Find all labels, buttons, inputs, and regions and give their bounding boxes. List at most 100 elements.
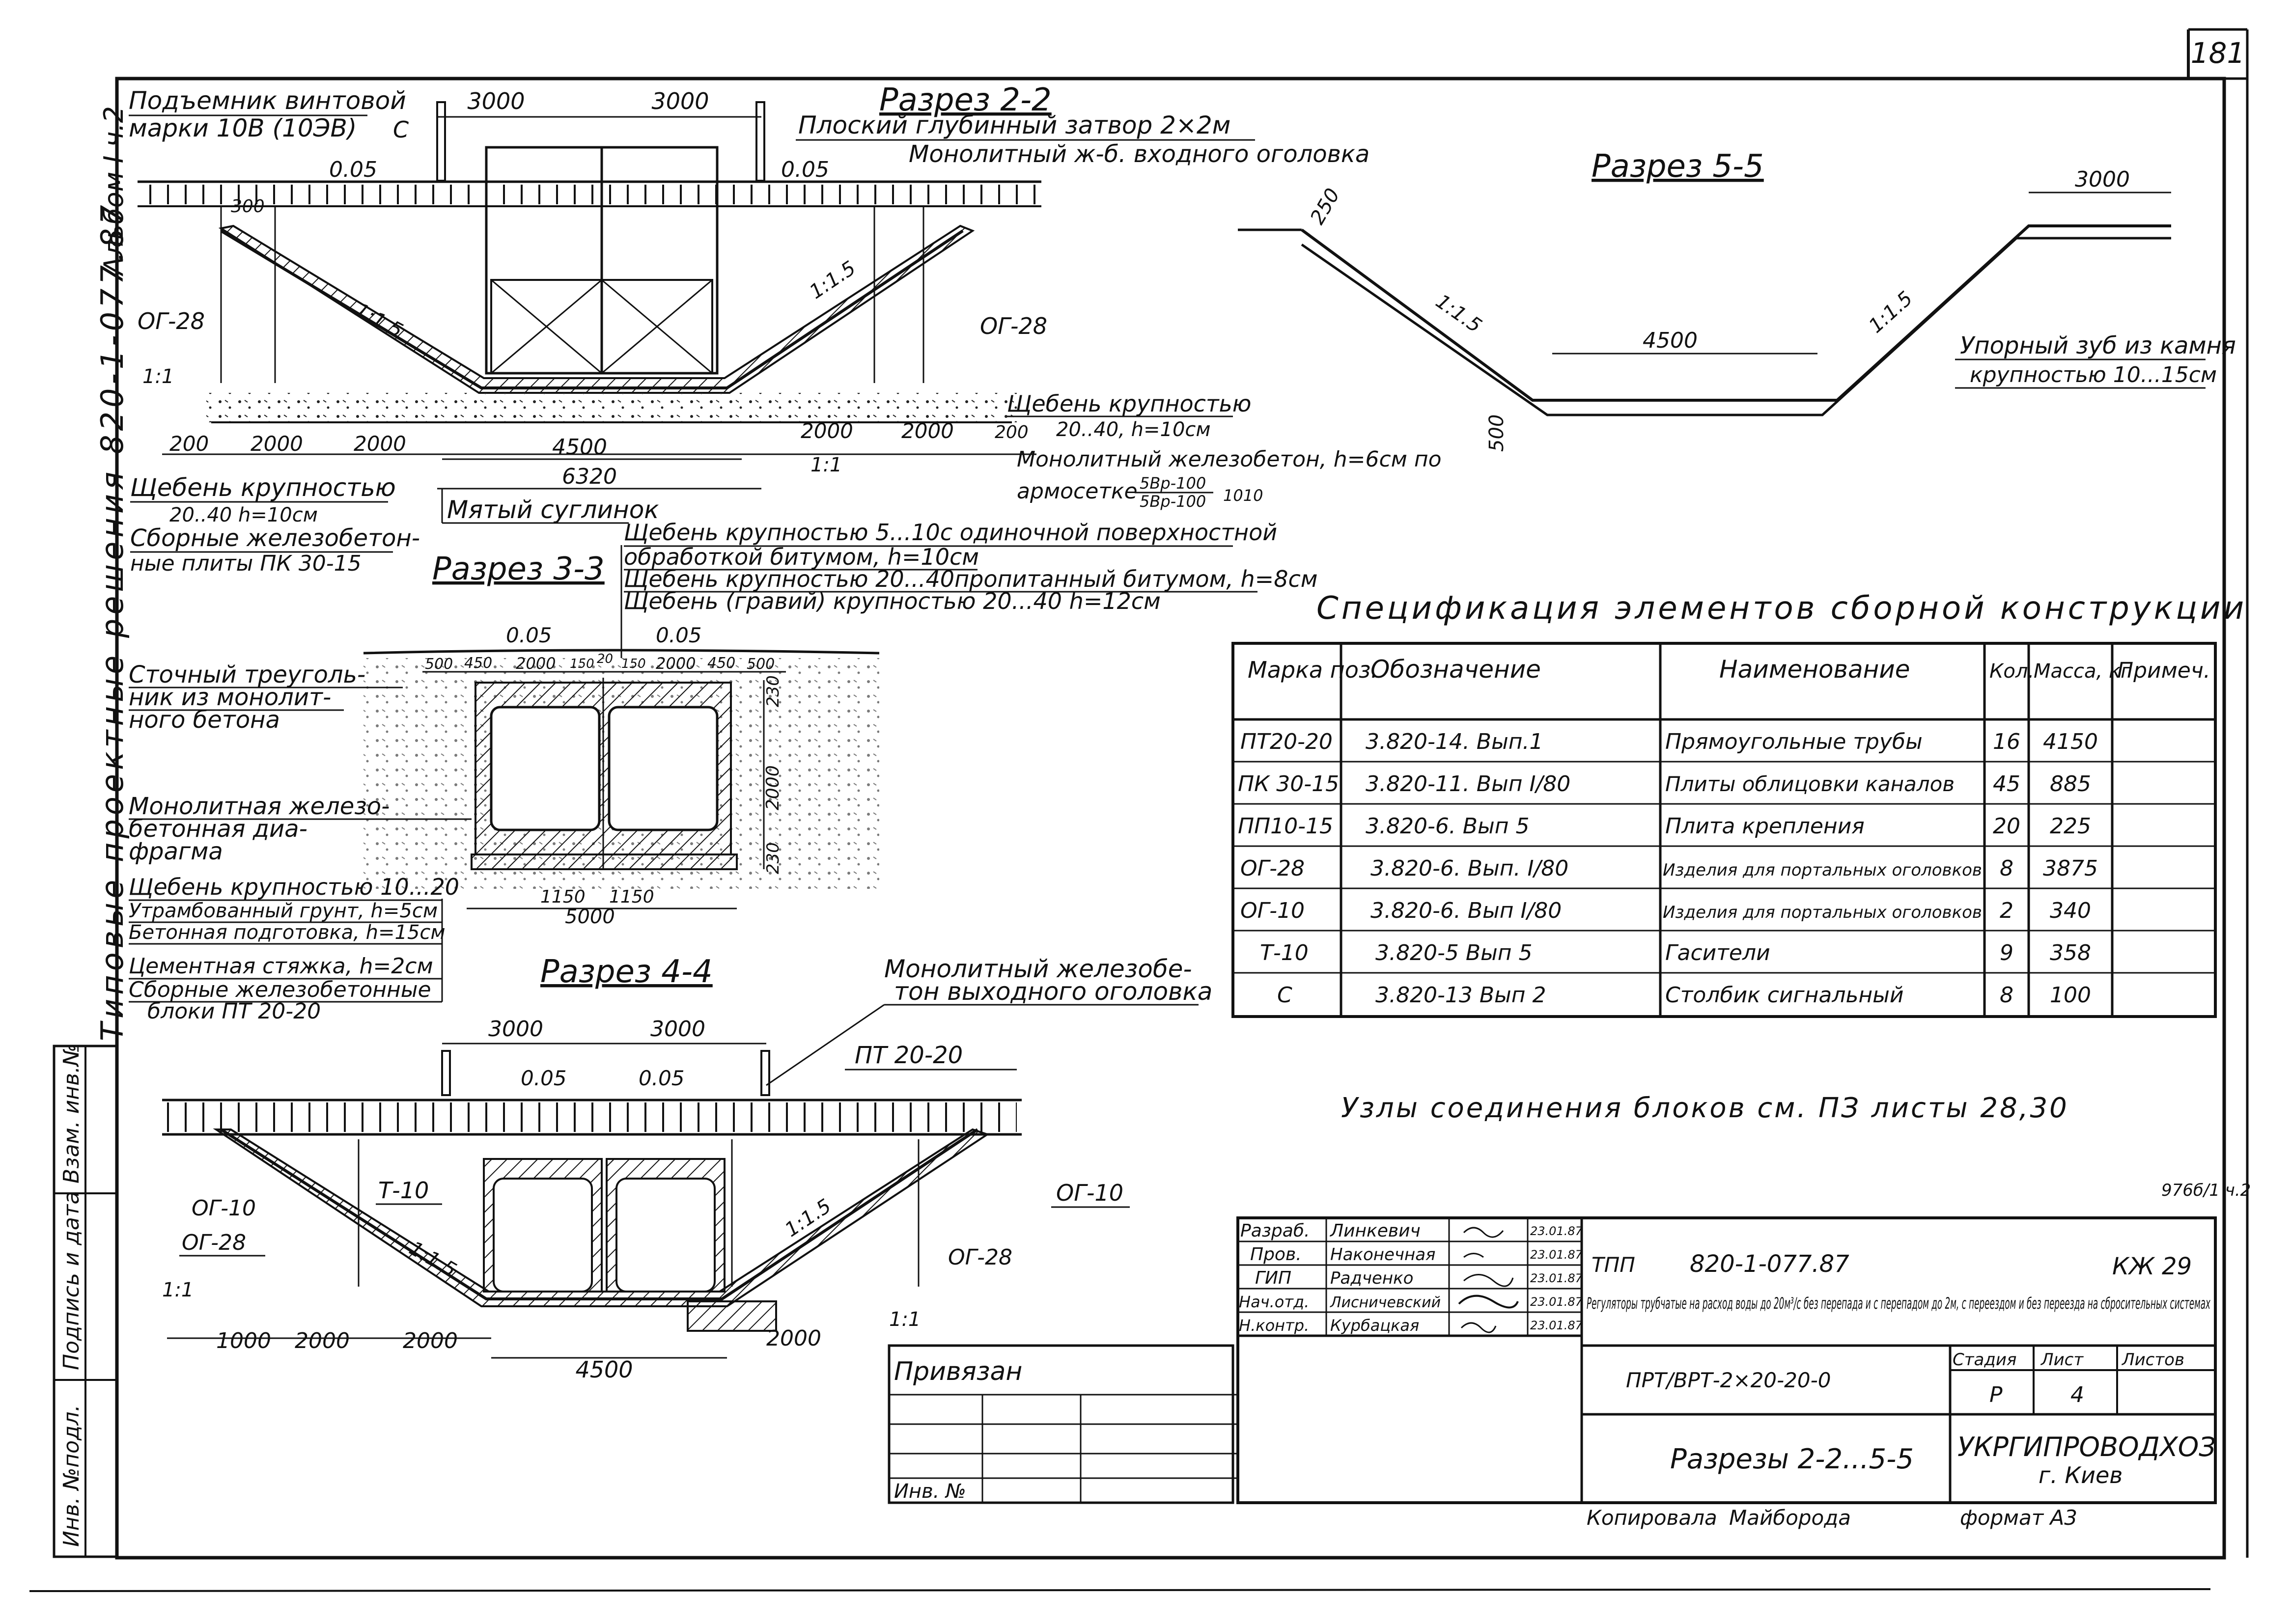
cell-designation: 3.820-13 Вып 2 [1375,983,1546,1008]
cell-mark: ОГ-10 [1240,898,1305,923]
section-3-3-title: Разрез 3-3 [432,551,605,587]
gravel-note-2: 20..40, h=10см [1056,418,1211,441]
dim-5000: 5000 [565,906,615,928]
tag-og10-right: ОГ-10 [1056,1180,1123,1206]
dim-r-230a: 230 [763,675,783,707]
slope-5-5-right: 1:1.5 [1865,287,1917,338]
name-5: Курбацкая [1330,1316,1419,1335]
blocks-1: Сборные железобетонные [129,977,431,1002]
key-label-1: Упорный зуб из камня [1960,332,2236,359]
dim-5-5-250: 250 [1306,185,1344,228]
dim-150-b: 150 [621,657,646,671]
layer-2: обработкой битумом, h=10см [624,544,979,570]
cell-designation: 3.820-6. Вып. I/80 [1370,856,1568,881]
copied-label: Копировала [1587,1506,1717,1530]
sheet-label: Лист [2040,1350,2084,1370]
city: г. Киев [2039,1462,2123,1488]
tag-c: С [393,116,409,143]
dim-5-5-4500: 4500 [1643,328,1698,353]
specification: Спецификация элементов сборной конструкц… [1231,590,2244,1124]
section-4-4-title: Разрез 4-4 [540,954,713,990]
joints-note: Узлы соединения блоков см. ПЗ листы 28,3… [1341,1092,2069,1124]
cell-name: Столбик сигнальный [1665,983,1903,1008]
section-5-5: Разрез 5-5 250 4500 3000 500 1:1.5 1:1.5… [1238,148,2236,452]
name-1: Линкевич [1329,1221,1421,1241]
cell-qty: 45 [1993,771,2020,797]
dim-500-a: 500 [425,656,453,673]
blocks-2: блоки ПТ 20-20 [147,999,321,1024]
gravel-left-1: Щебень крупностью [130,473,396,502]
cell-mass: 100 [2050,983,2091,1008]
cell-mark: ОГ-28 [1240,856,1305,881]
dim-500-b: 500 [747,656,775,673]
stamp-code: 976б/1 ч.2 [2161,1181,2251,1200]
stage-label: Стадия [1953,1350,2016,1370]
cell-mark: ПП10-15 [1238,814,1333,839]
side-stamp-replace: Взам. инв.№ [59,1044,84,1184]
cell-name: Плиты облицовки каналов [1665,772,1955,796]
doc-code: 820-1-077.87 [1690,1250,1849,1278]
dim-b-2000a: 2000 [251,432,303,456]
dim-4-4-2000b: 2000 [403,1328,458,1353]
layer-1: Щебень крупностью 5...10с одиночной пове… [624,519,1277,546]
cell-qty: 8 [2000,856,2013,881]
description: Регуляторы трубчатые на расход воды до 2… [1587,1294,2211,1313]
dim-b-6320: 6320 [562,464,617,489]
spec-h-mass: Масса, кг [2034,660,2131,683]
dim-1150b: 1150 [609,887,654,907]
dim-top-a: 3000 [467,88,525,114]
sheet-code: КЖ 29 [2112,1253,2192,1280]
grade-4-4-left: 0.05 [521,1066,567,1090]
cell-designation: 3.820-11. Вып I/80 [1366,771,1570,797]
section-2-2-title: Разрез 2-2 [879,82,1052,118]
cell-mark: С [1277,983,1292,1008]
slope-2-2-right-outer: 1:1 [810,454,842,476]
outlet-2: тон выходного оголовка [894,977,1212,1006]
dim-1150a: 1150 [540,887,586,907]
grade-3-3-right: 0.05 [656,623,702,647]
dim-b-4500: 4500 [552,435,607,460]
cell-qty: 8 [2000,983,2013,1008]
mesh-note: армосетке [1017,479,1138,504]
grade-3-3-left: 0.05 [506,623,552,647]
stage-value: Р [1989,1382,2003,1407]
diaphragm-3: фрагма [129,838,223,865]
cell-designation: 3.820-6. Вып I/80 [1370,898,1562,923]
date-3: 23.01.87 [1530,1271,1583,1285]
tag-og28-left: ОГ-28 [138,308,205,334]
mesh-bottom: 5Вр-100 [1140,492,1206,511]
gravel-left-2: 20..40 h=10см [169,504,318,526]
mesh-tail: 1010 [1223,486,1263,505]
sheet-frame [29,28,2249,1592]
drain-1: Сточный треуголь- [129,661,365,688]
tag-og28-left-4: ОГ-28 [182,1230,246,1255]
dim-5-5-3000: 3000 [2075,167,2130,192]
title-block: 976б/1 ч.2 Разраб. Пров. ГИП Нач.отд. Н.… [888,1181,2251,1530]
cell-qty: 16 [1993,729,2020,754]
table-row: С 3.820-13 Вып 2 Столбик сигнальный 8 10… [1277,983,2091,1008]
section-3-3: Разрез 3-3 Щебень крупностью 5...10с оди… [129,519,1317,1024]
table-row: ПК 30-15 3.820-11. Вып I/80 Плиты облицо… [1238,771,2091,797]
dim-4-4-top-b: 3000 [650,1017,705,1042]
side-series-title: Типовые проектные решения 820-1-077.87 [94,201,130,1041]
dim-450-b: 450 [707,655,735,672]
cell-name: Изделия для портальных оголовков [1663,903,1982,922]
album-label: Альбом I ч.2 [98,106,129,276]
spec-h-note: Примеч. [2117,658,2210,683]
table-row: Т-10 3.820-5 Вып 5 Гасители 9 358 [1260,940,2091,965]
sheet-value: 4 [2070,1382,2084,1407]
role-1: Разраб. [1240,1221,1310,1241]
dim-r-2000: 2000 [763,765,783,810]
grade-right: 0.05 [781,157,829,182]
spec-h-name: Наименование [1719,655,1910,684]
slope-4-4-left-outer: 1:1 [162,1279,194,1301]
gravel-10-20: Щебень крупностью 10...20 [129,874,459,900]
cell-mass: 340 [2050,898,2091,923]
spec-h-qty: Кол. [1989,660,2034,683]
format-label: формат А3 [1960,1506,2077,1530]
dim-2000-a: 2000 [516,654,556,673]
name-2: Наконечная [1330,1245,1436,1265]
organization: УКРГИПРОВОДХОЗ [1957,1431,2216,1462]
privyazan-label: Привязан [894,1357,1022,1386]
name-4: Лисничевский [1330,1294,1441,1311]
